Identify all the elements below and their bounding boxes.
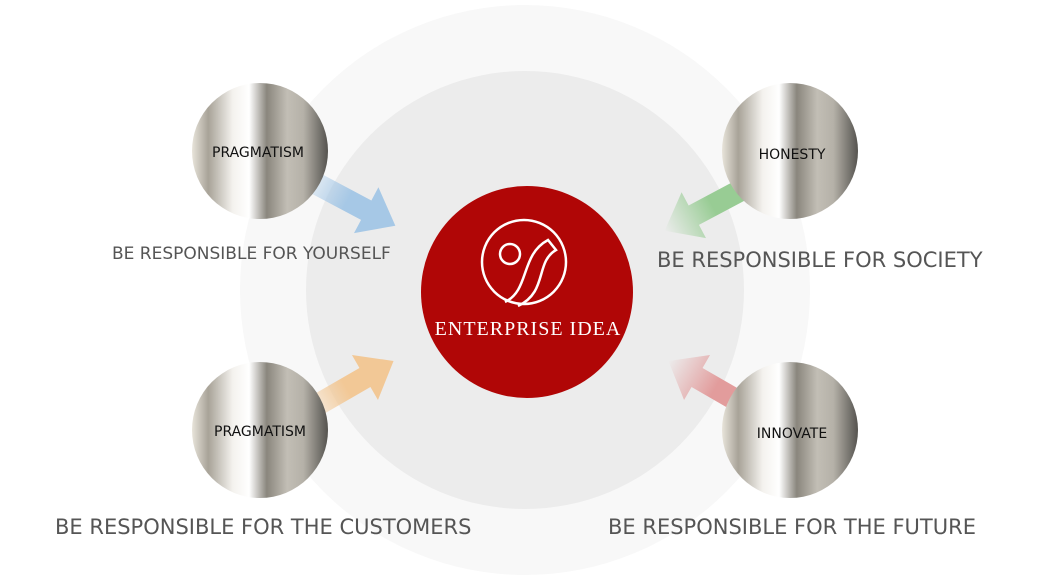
caption-society: BE RESPONSIBLE FOR SOCIETY [657,248,983,272]
node-pragmatism-top: PRAGMATISM [192,83,328,219]
node-label: INNOVATE [757,426,827,442]
node-label: HONESTY [759,147,826,163]
center-title: ENTERPRISE IDEA [435,318,622,340]
enterprise-logo-icon [480,218,568,308]
center-circle: ENTERPRISE IDEA [421,186,633,398]
node-honesty: HONESTY [722,83,858,219]
caption-yourself: BE RESPONSIBLE FOR YOURSELF [112,244,391,264]
node-label: PRAGMATISM [214,424,306,440]
node-label: PRAGMATISM [212,145,304,161]
node-pragmatism-bottom: PRAGMATISM [192,362,328,498]
caption-future: BE RESPONSIBLE FOR THE FUTURE [608,515,976,539]
caption-customers: BE RESPONSIBLE FOR THE CUSTOMERS [55,515,471,539]
node-innovate: INNOVATE [722,362,858,498]
